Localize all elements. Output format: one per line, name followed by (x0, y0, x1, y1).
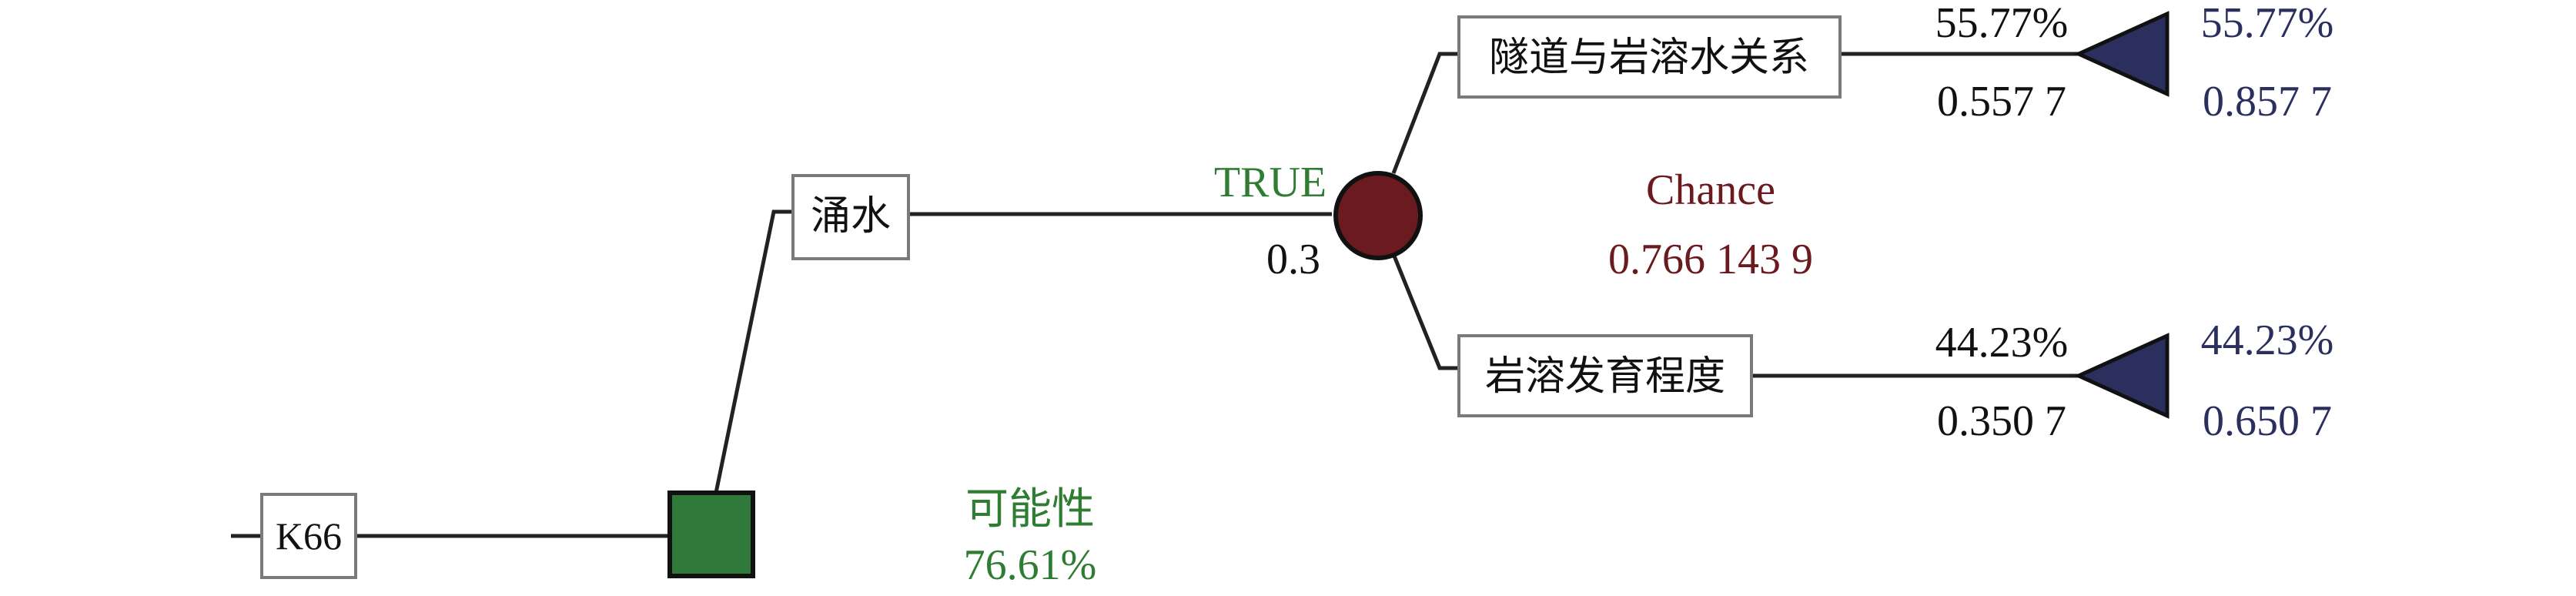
terminal-2-value: 0.650 7 (2203, 397, 2332, 445)
decision-node-square (667, 491, 755, 578)
outcome-1-label: 隧道与岩溶水关系 (1489, 35, 1809, 81)
outcome-2-percent: 44.23% (1935, 319, 2069, 367)
branch-label: 涌水 (811, 193, 891, 239)
root-node: K66 (260, 493, 357, 579)
branch-node: 涌水 (791, 174, 910, 260)
root-label: K66 (276, 514, 342, 557)
chance-label: Chance (1646, 166, 1775, 214)
terminal-triangle-1 (2073, 11, 2170, 97)
decision-value: 76.61% (964, 541, 1097, 589)
chance-value: 0.766 143 9 (1608, 236, 1813, 283)
outcome-2-weight: 0.350 7 (1937, 397, 2066, 445)
terminal-triangle-2 (2073, 333, 2170, 419)
terminal-1-percent: 55.77% (2201, 0, 2334, 47)
outcome-2-label: 岩溶发育程度 (1485, 353, 1725, 400)
decision-to-branch-edge (714, 209, 793, 494)
decision-label: 可能性 (965, 486, 1095, 534)
chance-node-circle (1333, 171, 1423, 260)
terminal-2-percent: 44.23% (2201, 316, 2334, 364)
chance-to-outcome-1-edge (1391, 52, 1459, 174)
chance-to-outcome-2-edge (1391, 253, 1459, 370)
outcome-node-1: 隧道与岩溶水关系 (1457, 15, 1842, 99)
branch-flag: TRUE (1214, 159, 1326, 206)
outcome-node-2: 岩溶发育程度 (1457, 334, 1753, 417)
branch-probability: 0.3 (1266, 236, 1320, 283)
outcome-1-percent: 55.77% (1935, 0, 2069, 47)
outcome-1-weight: 0.557 7 (1937, 78, 2066, 126)
terminal-1-value: 0.857 7 (2203, 78, 2332, 126)
